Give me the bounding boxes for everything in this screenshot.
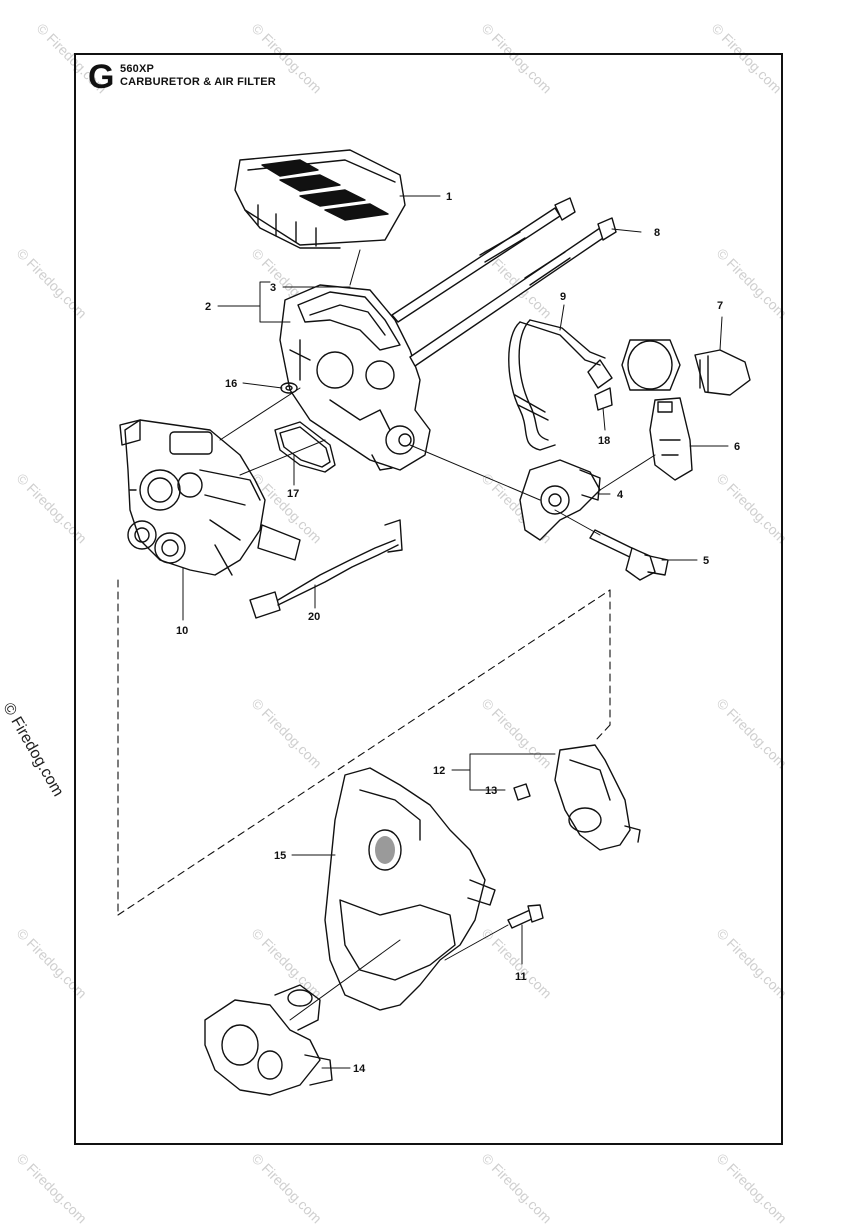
callout-2: 2 [205, 301, 211, 313]
callout-6: 6 [734, 441, 740, 453]
air-filter-housing-part [279, 284, 431, 471]
clip-part [513, 783, 531, 801]
connector-lines [219, 249, 656, 1021]
intake-manifold-part [204, 984, 333, 1096]
intake-bracket-part [554, 744, 641, 851]
diagram-frame [74, 53, 783, 1145]
model-number: 560XP [120, 63, 155, 75]
wiring-harness-part [249, 519, 403, 619]
callout-labels: 1 2 3 4 5 6 7 8 9 10 11 12 13 14 15 16 1… [176, 191, 740, 1075]
callout-3: 3 [270, 282, 276, 294]
callout-11: 11 [515, 971, 527, 983]
callout-13: 13 [485, 785, 497, 797]
gasket-part [274, 421, 336, 473]
exploded-parts-diagram: 1 2 3 4 5 6 7 8 9 10 11 12 13 14 15 16 1… [117, 149, 751, 1096]
callout-8: 8 [654, 227, 660, 239]
callout-15: 15 [274, 850, 286, 862]
primer-bulb-part [621, 339, 751, 396]
callout-5: 5 [703, 555, 709, 567]
callout-7: 7 [717, 300, 723, 312]
callout-20: 20 [308, 611, 320, 623]
callout-1: 1 [446, 191, 452, 203]
callout-16: 16 [225, 378, 237, 390]
screw-part [507, 904, 544, 929]
callout-9: 9 [560, 291, 566, 303]
assembly-dashed-lines [117, 579, 611, 916]
section-letter: G [88, 58, 115, 96]
bolt-part [391, 197, 617, 367]
bracket-part [649, 397, 693, 481]
callout-14: 14 [353, 1063, 366, 1075]
cover-shield-part [324, 767, 496, 1011]
callout-leaders [182, 195, 729, 1069]
air-filter-cover-part [234, 149, 406, 249]
callout-17: 17 [287, 488, 299, 500]
fuel-hose-part [508, 319, 613, 451]
callout-10: 10 [176, 625, 188, 637]
carburetor-part [119, 419, 301, 576]
throttle-lever-part [519, 459, 601, 541]
callout-12: 12 [433, 765, 445, 777]
section-title: CARBURETOR & AIR FILTER [120, 76, 276, 88]
callout-4: 4 [617, 489, 624, 501]
hose-fitting-part [594, 387, 613, 411]
callout-18: 18 [598, 435, 610, 447]
shoulder-bolt-part [589, 529, 669, 581]
